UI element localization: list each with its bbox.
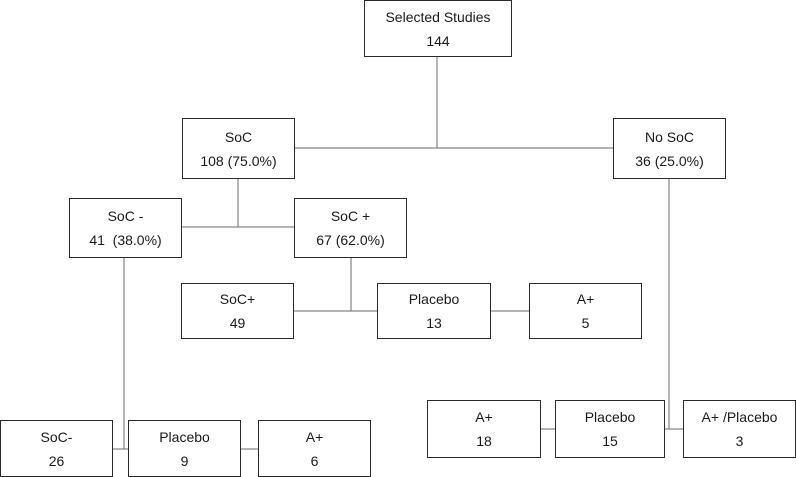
node-soc-plus: SoC + 67 (62.0%) [294,198,407,258]
node-label: SoC [224,128,253,145]
node-socminus-leaf: SoC- 26 [0,420,113,477]
node-value: 108 (75.0%) [200,152,277,169]
node-no-soc: No SoC 36 (25.0%) [613,118,726,179]
node-value: 3 [735,433,744,449]
node-label: No SoC [644,128,695,145]
node-value: 144 [426,32,450,49]
node-socplus-a: A+ 5 [529,283,642,339]
node-value: 15 [602,433,618,449]
node-socminus-placebo: Placebo 9 [128,420,241,477]
node-label: A+ [475,409,493,425]
node-value: 36 (25.0%) [635,152,704,169]
node-label: SoC - [107,208,144,224]
node-value: 5 [581,315,590,331]
node-nosoc-aplacebo: A+ /Placebo 3 [683,400,796,458]
node-value: 13 [426,315,442,331]
node-label: Placebo [584,409,636,425]
node-value: 41 (38.0%) [89,232,162,248]
node-soc-minus: SoC - 41 (38.0%) [69,198,182,258]
node-selected-studies: Selected Studies 144 [364,0,512,57]
node-socminus-a: A+ 6 [258,420,371,477]
node-label: A+ /Placebo [701,409,778,425]
node-label: SoC- [40,428,73,445]
node-nosoc-a: A+ 18 [427,400,541,458]
node-value: 49 [229,315,246,331]
node-label: Placebo [159,428,210,445]
node-label: A+ [576,291,595,307]
node-value: 67 (62.0%) [316,232,385,248]
node-value: 18 [476,433,492,449]
node-value: 6 [310,452,319,469]
node-label: SoC + [330,208,371,224]
node-label: Selected Studies [385,8,491,25]
node-label: A+ [305,428,324,445]
node-label: SoC+ [219,291,256,307]
node-socplus-leaf: SoC+ 49 [181,283,294,339]
node-nosoc-placebo: Placebo 15 [555,400,665,458]
node-socplus-placebo: Placebo 13 [377,283,491,339]
node-value: 26 [48,452,65,469]
node-label: Placebo [408,291,460,307]
node-value: 9 [180,452,189,469]
node-soc: SoC 108 (75.0%) [182,118,295,179]
